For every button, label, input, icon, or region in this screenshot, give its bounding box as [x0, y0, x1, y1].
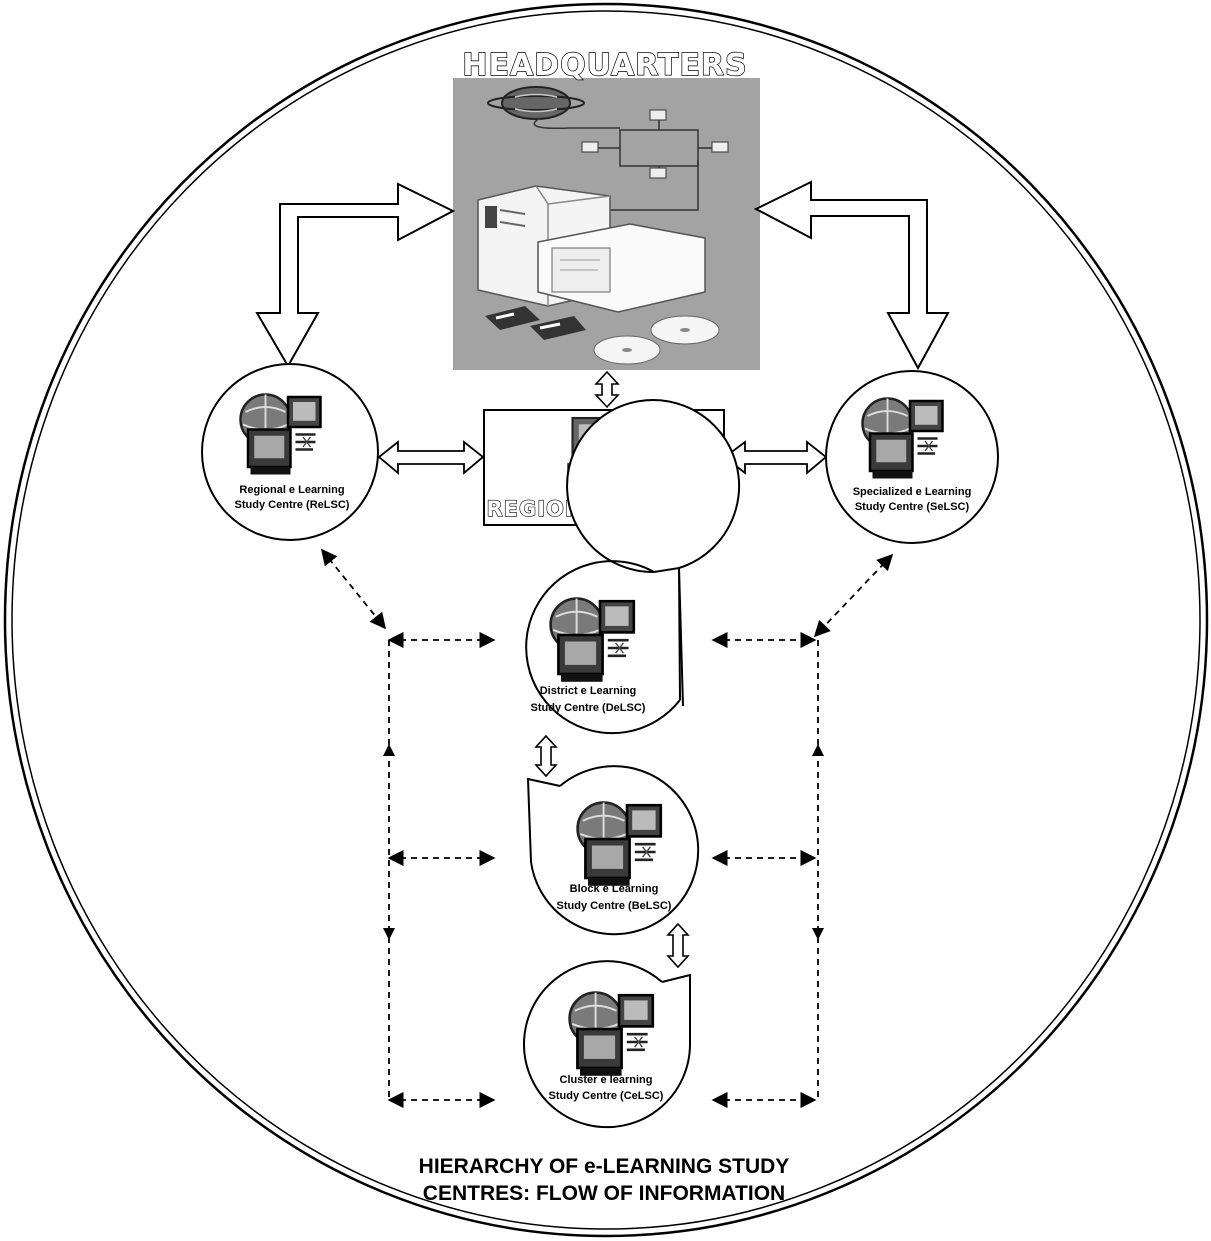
- regional-centre-selsc-arrow: [723, 440, 828, 475]
- relsc-label-line1: Regional e Learning: [239, 484, 344, 496]
- delsc-node: District e Learning Study Centre (DeLSC): [508, 399, 741, 736]
- vertical-arrowheads: [383, 744, 824, 940]
- globe-icon: [487, 86, 585, 120]
- dashed-connectors: [320, 548, 894, 1109]
- belsc-celsc-arrow: [666, 922, 690, 969]
- belsc-label-line1: Block e Learning: [570, 883, 659, 895]
- selsc-node: Specialized e Learning Study Centre (SeL…: [825, 370, 999, 544]
- caption-line1: HIERARCHY OF e-LEARNING STUDY: [419, 1155, 790, 1178]
- network-icon: [533, 109, 729, 211]
- relsc-regional-centre-arrow: [377, 440, 485, 475]
- selsc-label-line2: Study Centre (SeLSC): [855, 501, 970, 513]
- celsc-label-line1: Cluster e learning: [560, 1074, 653, 1086]
- relsc-label-line2: Study Centre (ReLSC): [235, 499, 350, 511]
- belsc-label-line2: Study Centre (BeLSC): [557, 900, 672, 912]
- belsc-node: Block e Learning Study Centre (BeLSC): [526, 765, 700, 940]
- relsc-node: Regional e Learning Study Centre (ReLSC): [201, 363, 379, 541]
- delsc-label-line1: District e Learning: [540, 685, 637, 697]
- caption-line2: CENTRES: FLOW OF INFORMATION: [423, 1182, 785, 1205]
- selsc-label-line1: Specialized e Learning: [853, 486, 972, 498]
- delsc-label-line2: Study Centre (DeLSC): [531, 702, 646, 714]
- headquarters-title: HEADQUARTERS: [462, 48, 747, 83]
- cd-discs-icon: [593, 315, 720, 365]
- hq-selsc-arrow: [753, 180, 950, 371]
- outer-boundary: [3, 2, 1209, 1238]
- delsc-belsc-arrow: [534, 734, 558, 778]
- floppy-disks-icon: [485, 306, 586, 340]
- hq-regional-centre-arrow: [594, 370, 620, 409]
- celsc-label-line2: Study Centre (CeLSC): [549, 1090, 664, 1102]
- hq-relsc-arrow: [255, 182, 456, 369]
- headquarters-image: [453, 78, 760, 370]
- celsc-node: Cluster e learning Study Centre (CeLSC): [522, 960, 691, 1129]
- monitor-icon: [537, 223, 706, 313]
